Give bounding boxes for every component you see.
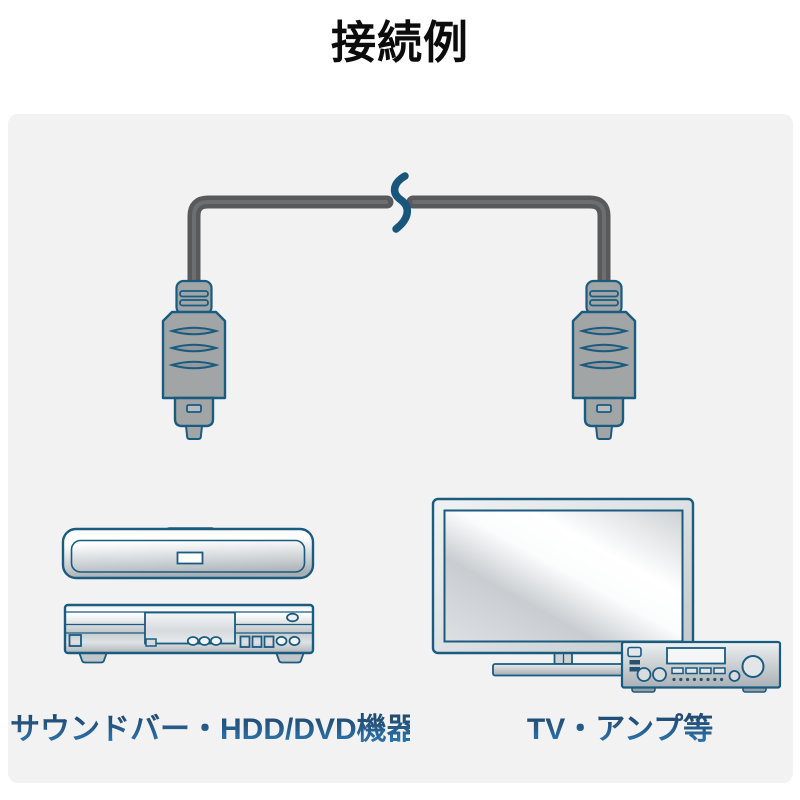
amp-power-button	[627, 646, 642, 658]
recorder-center-buttons	[186, 636, 223, 646]
amp-volume-knob	[741, 655, 765, 678]
optical-connector-left	[161, 279, 227, 441]
page-title: 接続例	[330, 17, 469, 68]
soundbar-display-window	[176, 551, 204, 565]
tv	[431, 497, 695, 677]
av-amplifier	[620, 640, 782, 693]
output-devices-label: TV・アンプ等	[450, 704, 790, 748]
amp-display	[666, 647, 726, 665]
recorder-right-buttons	[239, 635, 301, 648]
tv-stand-base	[492, 663, 641, 677]
amp-knob-small-2	[652, 667, 667, 682]
recorder-foot-right	[274, 651, 306, 664]
hdd-dvd-recorder	[63, 603, 315, 664]
recorder-front-button	[68, 634, 82, 647]
amp-small-buttons-row	[672, 677, 724, 682]
optical-cable	[187, 172, 611, 309]
soundbar	[61, 527, 315, 580]
amp-knob-small-1	[636, 667, 652, 682]
cable-break-squiggle	[390, 172, 411, 233]
recorder-power-button	[286, 612, 299, 623]
tv-screen	[443, 509, 684, 643]
recorder-foot-left	[77, 651, 109, 664]
amp-selector-buttons	[671, 667, 726, 675]
optical-connector-right	[571, 279, 637, 441]
amp-knob-medium	[728, 670, 741, 682]
source-devices-label: サウンドバー・HDD/DVD機器	[10, 704, 417, 748]
